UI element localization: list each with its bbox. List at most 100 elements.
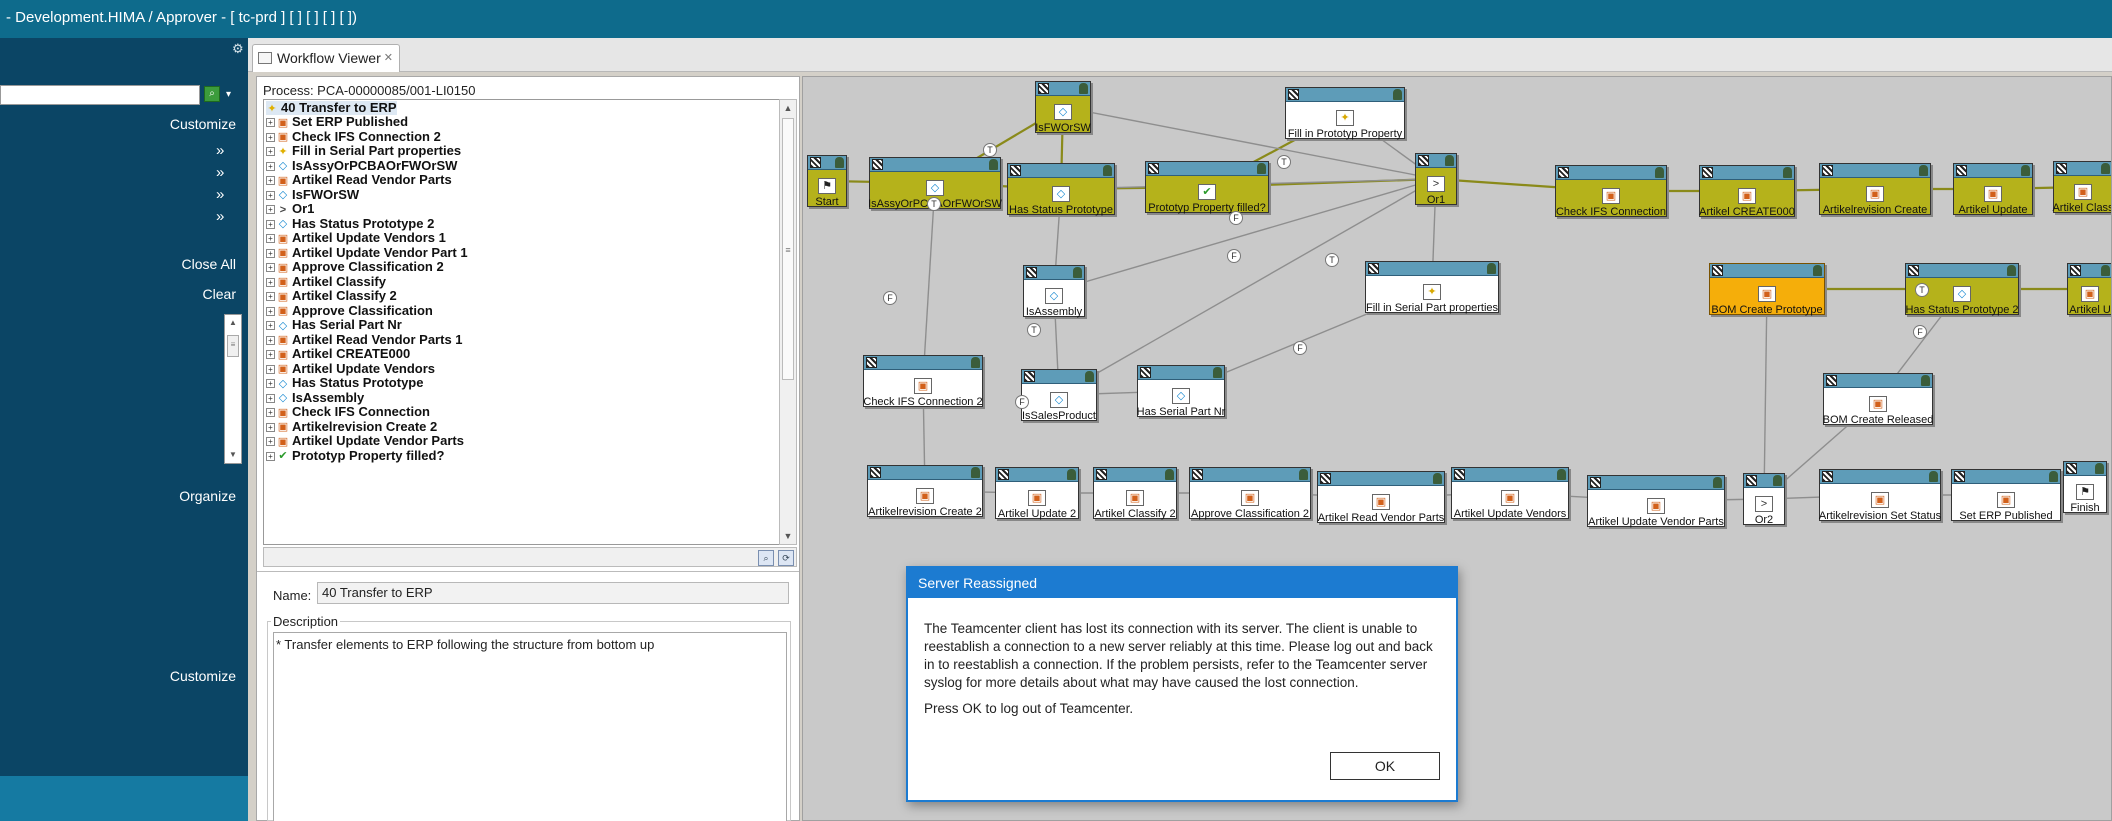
workflow-node-approve2[interactable]: ▣Approve Classification 2	[1189, 467, 1311, 531]
tree-item[interactable]: +▣Approve Classification	[266, 303, 433, 318]
expand-icon[interactable]: +	[266, 277, 275, 287]
expand-icon[interactable]: +	[266, 350, 275, 360]
tree-item[interactable]: +✔Prototyp Property filled?	[266, 448, 444, 463]
tree-item[interactable]: +▣Approve Classification 2	[266, 260, 444, 274]
tree-item[interactable]: +▣Artikel Classify	[266, 274, 386, 289]
tree-item[interactable]: +▣Artikel Update Vendor Part 1	[266, 245, 468, 260]
tree-root[interactable]: ✦40 Transfer to ERP	[266, 101, 397, 115]
expand-icon[interactable]: +	[266, 248, 275, 258]
tree-item[interactable]: +◇Has Status Prototype 2	[266, 216, 434, 231]
workflow-node-readvendor[interactable]: ▣Artikel Read Vendor Parts	[1317, 471, 1445, 535]
search-icon[interactable]: ⌕	[204, 86, 220, 102]
tree-item[interactable]: +▣Artikel CREATE000	[266, 347, 410, 361]
workflow-node-right_partial[interactable]: ▣Artikel U	[2067, 263, 2111, 327]
description-textarea[interactable]: * Transfer elements to ERP following the…	[273, 632, 787, 821]
name-field[interactable]: 40 Transfer to ERP	[317, 582, 789, 604]
expand-icon[interactable]: +	[266, 219, 275, 229]
chevron-expand-icon[interactable]: »	[216, 186, 225, 203]
workflow-node-or2[interactable]: >Or2	[1743, 473, 1785, 537]
expand-icon[interactable]: +	[266, 161, 275, 171]
tree-item[interactable]: +◇Has Serial Part Nr	[266, 318, 402, 332]
tree-item[interactable]: +◇IsAssembly	[266, 390, 364, 405]
scroll-thumb[interactable]: ≡	[782, 118, 794, 380]
expand-icon[interactable]: +	[266, 234, 275, 244]
organize-link[interactable]: Organize	[179, 488, 236, 504]
tree-item[interactable]: +▣Artikel Read Vendor Parts	[266, 173, 452, 187]
workflow-node-revsetstatus[interactable]: ▣Artikelrevision Set Status	[1819, 469, 1941, 533]
workflow-node-fillproto[interactable]: ✦Fill in Prototyp Property	[1285, 87, 1405, 151]
workflow-node-hasstatus[interactable]: ◇Has Status Prototype	[1007, 163, 1115, 227]
expand-icon[interactable]: +	[266, 335, 275, 345]
expand-icon[interactable]: +	[266, 118, 275, 128]
workflow-node-update[interactable]: ▣Artikel Update	[1953, 163, 2033, 227]
workflow-node-updatevendorparts[interactable]: ▣Artikel Update Vendor Parts	[1587, 475, 1725, 539]
expand-icon[interactable]: +	[266, 437, 275, 447]
chevron-expand-icon[interactable]: »	[216, 142, 225, 159]
tree-item[interactable]: +▣Artikel Classify 2	[266, 289, 397, 303]
expand-icon[interactable]: +	[266, 263, 275, 273]
ok-button[interactable]: OK	[1330, 752, 1440, 780]
search-input[interactable]	[0, 85, 200, 105]
workflow-node-isassy[interactable]: ◇IsAssyOrPCBAOrFWOrSW	[868, 157, 1002, 221]
tree-item[interactable]: +◇Has Status Prototype	[266, 376, 423, 390]
workflow-node-protofilled[interactable]: ✔Prototyp Property filled?	[1145, 161, 1269, 225]
expand-icon[interactable]: +	[266, 306, 275, 316]
workflow-node-issales[interactable]: ◇IsSalesProduct	[1021, 369, 1097, 433]
workflow-node-finish[interactable]: ⚑Finish	[2063, 461, 2107, 525]
tree-item[interactable]: +▣Check IFS Connection 2	[266, 129, 441, 144]
tree-item[interactable]: +▣Artikel Update Vendors	[266, 361, 435, 376]
expand-icon[interactable]: +	[266, 408, 275, 418]
tab-workflow-viewer[interactable]: Workflow Viewer ✕	[252, 44, 400, 72]
workflow-node-fillserial[interactable]: ✦Fill in Serial Part properties	[1365, 261, 1499, 325]
workflow-node-updatevendors[interactable]: ▣Artikel Update Vendors	[1451, 467, 1569, 531]
customize-bottom-link[interactable]: Customize	[169, 668, 236, 684]
workflow-node-hasserial[interactable]: ◇Has Serial Part Nr	[1137, 365, 1225, 429]
tree-item[interactable]: +▣Artikelrevision Create 2	[266, 419, 437, 434]
close-icon[interactable]: ✕	[383, 52, 393, 64]
expand-icon[interactable]: +	[266, 190, 275, 200]
expand-icon[interactable]: +	[266, 205, 275, 215]
expand-icon[interactable]: +	[266, 147, 275, 157]
customize-top-link[interactable]: Customize	[169, 116, 236, 132]
expand-icon[interactable]: +	[266, 292, 275, 302]
expand-icon[interactable]: +	[266, 364, 275, 374]
workflow-node-bomreleased[interactable]: ▣BOM Create Released	[1823, 373, 1933, 437]
tree-item[interactable]: +▣Check IFS Connection	[266, 405, 430, 419]
expand-icon[interactable]: +	[266, 321, 275, 331]
expand-icon[interactable]: +	[266, 379, 275, 389]
workflow-node-create000[interactable]: ▣Artikel CREATE000	[1699, 165, 1795, 229]
workflow-node-checkifs[interactable]: ▣Check IFS Connection	[1555, 165, 1667, 229]
scroll-down-icon[interactable]: ▼	[229, 450, 237, 459]
tree-vertical-scrollbar[interactable]: ▲ ≡ ▼	[779, 99, 797, 545]
workflow-node-update2[interactable]: ▣Artikel Update 2	[995, 467, 1079, 531]
workflow-node-revcreate2[interactable]: ▣Artikelrevision Create 2	[867, 465, 983, 529]
workflow-node-seterp[interactable]: ▣Set ERP Published	[1951, 469, 2061, 533]
tree-item[interactable]: +>Or1	[266, 202, 314, 216]
process-tree[interactable]: ✦40 Transfer to ERP +▣Set ERP Published+…	[263, 99, 785, 545]
workflow-node-classify_partial[interactable]: ▣Artikel Class	[2052, 161, 2111, 225]
tree-item[interactable]: +◇IsFWOrSW	[266, 187, 359, 202]
expand-icon[interactable]: +	[266, 176, 275, 186]
refresh-icon[interactable]: ⟳	[778, 550, 794, 566]
expand-icon[interactable]: +	[266, 393, 275, 403]
chevron-expand-icon[interactable]: »	[216, 208, 225, 225]
workflow-node-isfworsw[interactable]: ◇IsFWOrSW	[1035, 81, 1091, 145]
tree-item[interactable]: +▣Artikel Update Vendors 1	[266, 231, 446, 245]
tree-item[interactable]: +▣Artikel Read Vendor Parts 1	[266, 332, 463, 347]
chevron-expand-icon[interactable]: »	[216, 164, 225, 181]
workflow-node-isassembly[interactable]: ◇IsAssembly	[1023, 265, 1085, 329]
scroll-up-icon[interactable]: ▲	[229, 318, 237, 327]
tree-item[interactable]: +◇IsAssyOrPCBAOrFWOrSW	[266, 158, 457, 173]
tree-item[interactable]: +✦Fill in Serial Part properties	[266, 144, 461, 158]
chevron-down-icon[interactable]: ▾	[226, 89, 232, 100]
workflow-node-revcreate[interactable]: ▣Artikelrevision Create	[1819, 163, 1931, 227]
workflow-node-checkifs2[interactable]: ▣Check IFS Connection 2	[863, 355, 983, 419]
scroll-down-icon[interactable]: ▼	[783, 531, 793, 541]
gear-icon[interactable]: ⚙	[232, 41, 244, 56]
clear-button[interactable]: Clear	[202, 286, 236, 302]
workflow-node-or1[interactable]: >Or1	[1415, 153, 1457, 217]
scroll-up-icon[interactable]: ▲	[783, 103, 793, 113]
tree-item[interactable]: +▣Artikel Update Vendor Parts	[266, 434, 464, 448]
workflow-node-classify2[interactable]: ▣Artikel Classify 2	[1093, 467, 1177, 531]
nav-scrollbar[interactable]: ▲ ≡ ▼	[224, 314, 242, 464]
